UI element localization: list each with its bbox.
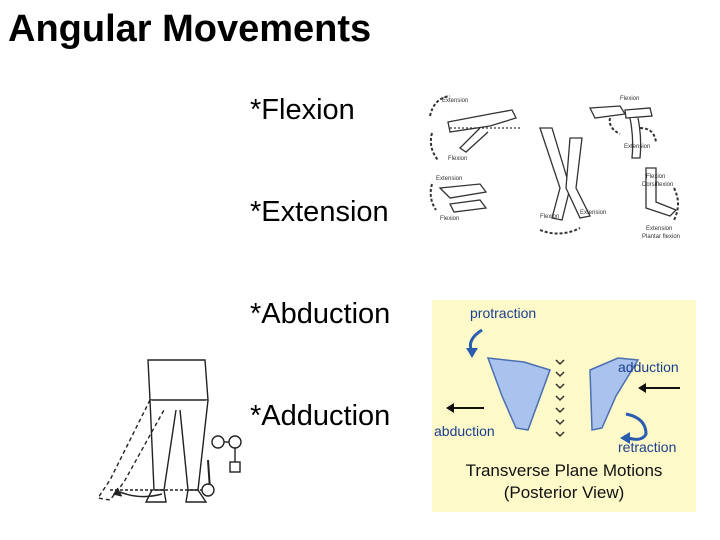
caption-line-2: (Posterior View) — [504, 483, 625, 502]
label-flexion-hand: Flexion — [440, 216, 459, 222]
bullet-adduction: *Adduction — [250, 400, 391, 432]
label-extension-mid: Extension — [624, 144, 650, 150]
bullet-abduction: *Abduction — [250, 298, 391, 330]
label-dorsiflexion: Dorsiflexion — [642, 182, 673, 188]
label-flexion-foot: Flexion — [540, 214, 559, 220]
label-extension-knee: Extension — [580, 210, 606, 216]
label-abduction: abduction — [434, 423, 495, 439]
movement-list: *Flexion *Extension *Abduction *Adductio… — [250, 88, 390, 496]
label-plantar-flexion: Plantar flexion — [642, 234, 680, 240]
label-extension-right: Extension — [646, 226, 672, 232]
label-extension-hand: Extension — [436, 176, 462, 182]
label-flexion-right: Flexion — [646, 174, 665, 180]
label-flexion-small: Flexion — [448, 156, 467, 162]
label-extension-top: Extension — [442, 98, 468, 104]
slide-title: Angular Movements — [8, 8, 372, 50]
bullet-extension: *Extension — [250, 196, 389, 228]
flexion-extension-illustration: Extension Flexion Flexion Extension Flex… — [420, 88, 682, 244]
scapula-motions-diagram: protraction adduction abduction retracti… — [432, 300, 696, 512]
label-flexion-top: Flexion — [620, 96, 639, 102]
bullet-flexion: *Flexion — [250, 94, 355, 126]
label-protraction: protraction — [470, 305, 536, 321]
caption-line-1: Transverse Plane Motions — [466, 461, 663, 480]
label-adduction: adduction — [618, 359, 679, 375]
leg-abduction-illustration — [90, 350, 245, 520]
label-retraction: retraction — [618, 439, 676, 455]
